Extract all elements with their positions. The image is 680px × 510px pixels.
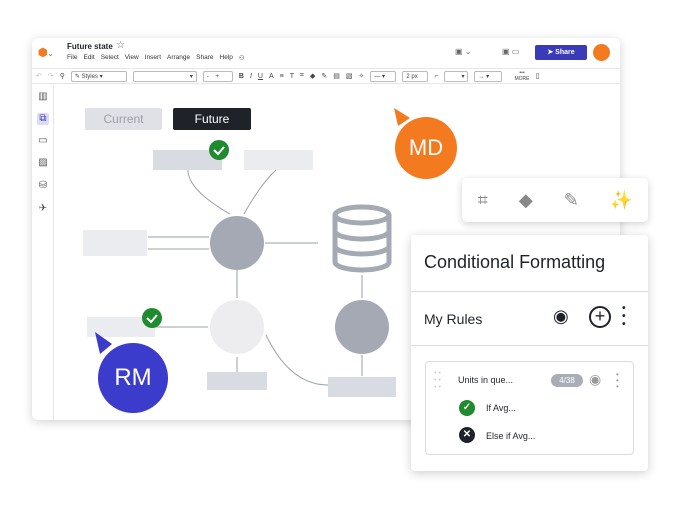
eye-icon[interactable]: ◉ [589, 371, 602, 387]
more-button[interactable]: •••MORE [514, 70, 530, 82]
doc-title[interactable]: Future state [67, 42, 113, 51]
menu-file[interactable]: File [67, 54, 78, 61]
format-painter-icon[interactable]: ⚲ [59, 73, 65, 80]
bold-button[interactable]: B [238, 72, 244, 80]
connector [265, 334, 329, 386]
tab-future[interactable]: Future [173, 108, 251, 130]
cursor-pointer-icon [394, 108, 410, 126]
styles-label: Styles [81, 73, 98, 80]
text-color-icon[interactable]: A [268, 72, 274, 80]
shapes-icon[interactable]: ⧉ [37, 113, 49, 125]
collaborator-avatar-rm: RM [98, 343, 168, 413]
star-icon[interactable]: ☆ [116, 40, 125, 51]
panel-title: Conditional Formatting [424, 252, 606, 272]
data-icon[interactable]: ⛁ [38, 180, 48, 191]
diagram-box[interactable] [244, 150, 313, 170]
diagram-box[interactable] [83, 230, 147, 256]
text-options-icon[interactable]: T [289, 72, 295, 80]
menu-help[interactable]: Help [219, 54, 233, 61]
eye-icon[interactable]: ◉ [553, 306, 569, 326]
rocket-icon[interactable]: ✈ [38, 203, 48, 214]
share-label: Share [555, 49, 575, 56]
rule-count-badge: 4/38 [551, 374, 583, 387]
diagram-box[interactable] [328, 377, 396, 397]
font-size-stepper[interactable]: - + [202, 70, 233, 82]
connector-icon[interactable]: ⌐ [434, 72, 439, 80]
floating-toolbar: ⌗ ◆ ✎ ✨ [462, 178, 648, 222]
menu-arrange[interactable]: Arrange [167, 54, 191, 61]
user-avatar[interactable] [593, 44, 610, 61]
styles-select[interactable]: ✎ Styles ▾ [70, 70, 127, 82]
diagram-node[interactable] [210, 216, 264, 270]
share-button[interactable]: ➤ Share [535, 45, 587, 60]
start-arrow-select[interactable]: ▾ [444, 70, 469, 82]
crop-icon[interactable]: ⌗ [300, 72, 304, 79]
menu-edit[interactable]: Edit [83, 54, 95, 61]
align-icon[interactable]: ≡ [279, 72, 284, 80]
add-rule-button[interactable]: + [589, 306, 611, 328]
more-options-icon[interactable]: ••• [622, 303, 626, 330]
line-style-select[interactable]: — ▾ [370, 70, 397, 82]
line-width-select[interactable]: 2 px [402, 70, 429, 82]
redo-icon[interactable]: ↷ [47, 73, 54, 80]
line-width-label: 2 px [406, 73, 418, 80]
drag-handle-icon[interactable]: • •• •• • [434, 370, 441, 391]
check-icon [142, 308, 162, 328]
font-select[interactable]: ▾ [132, 70, 197, 82]
magic-icon[interactable]: ✧ [358, 73, 365, 80]
diagram-box[interactable] [87, 317, 155, 337]
fill-bucket-icon[interactable]: ◆ [518, 189, 533, 210]
condition-label[interactable]: If Avg... [486, 403, 516, 413]
left-sidebar: ▥ ⧉ ▭ ▨ ⛁ ✈ [32, 85, 54, 420]
undo-icon[interactable]: ↶ [36, 73, 42, 80]
check-icon: ✓ [459, 400, 475, 416]
menu-insert[interactable]: Insert [144, 54, 162, 61]
magic-wand-icon[interactable]: ✨ [610, 189, 633, 210]
database-icon[interactable] [332, 204, 392, 273]
end-arrow-select[interactable]: → ▾ [474, 70, 503, 82]
more-options-icon[interactable]: ••• [616, 370, 619, 391]
connector [187, 169, 231, 215]
x-icon: ✕ [459, 427, 475, 443]
connector [243, 169, 277, 215]
diagram-box[interactable] [207, 372, 267, 390]
shapes-panel-icon[interactable]: ▥ [38, 91, 48, 102]
diagram-node[interactable] [335, 300, 389, 354]
tab-current[interactable]: Current [85, 108, 162, 130]
condition-label[interactable]: Else if Avg... [486, 431, 536, 441]
more-label: MORE [514, 76, 530, 82]
crop-icon[interactable]: ⌗ [477, 189, 488, 210]
frame-icon[interactable]: ▭ [38, 135, 48, 146]
rule-card[interactable]: • •• •• • Units in que... 4/38 ◉ ••• ✓ I… [425, 361, 634, 455]
section-title: My Rules [424, 311, 483, 327]
check-icon [209, 140, 229, 160]
comment-icon[interactable]: ▣ ⌄ [455, 47, 472, 56]
menu-bar: File Edit Select View Insert Arrange Sha… [67, 54, 245, 62]
binoculars-icon[interactable]: ⚇ [238, 55, 245, 62]
present-icon[interactable]: ▣ ▭ [502, 47, 520, 56]
image-panel-icon[interactable]: ▨ [38, 157, 48, 168]
collaborator-avatar-md: MD [395, 117, 457, 179]
conditional-formatting-panel: Conditional Formatting My Rules ◉ + ••• … [411, 235, 648, 471]
pencil-icon[interactable]: ✎ [563, 189, 579, 210]
fill-icon[interactable]: ◆ [309, 73, 316, 80]
menu-share[interactable]: Share [196, 54, 214, 61]
italic-button[interactable]: I [249, 72, 252, 80]
line-color-icon[interactable]: ✎ [321, 73, 328, 80]
rule-name: Units in que... [458, 375, 514, 385]
underline-button[interactable]: U [257, 72, 263, 80]
image-icon[interactable]: ▧ [345, 73, 353, 80]
diagram-node[interactable] [210, 300, 264, 354]
diagram-box[interactable] [153, 150, 222, 170]
menu-select[interactable]: Select [100, 54, 119, 61]
cursor-pointer-icon [95, 332, 112, 354]
app-logo-icon[interactable]: ⬢⌄ [38, 47, 54, 59]
menu-view[interactable]: View [124, 54, 139, 61]
panel-toggle-icon[interactable]: ▯ [535, 73, 540, 80]
doc-icon[interactable]: ▤ [333, 73, 340, 80]
